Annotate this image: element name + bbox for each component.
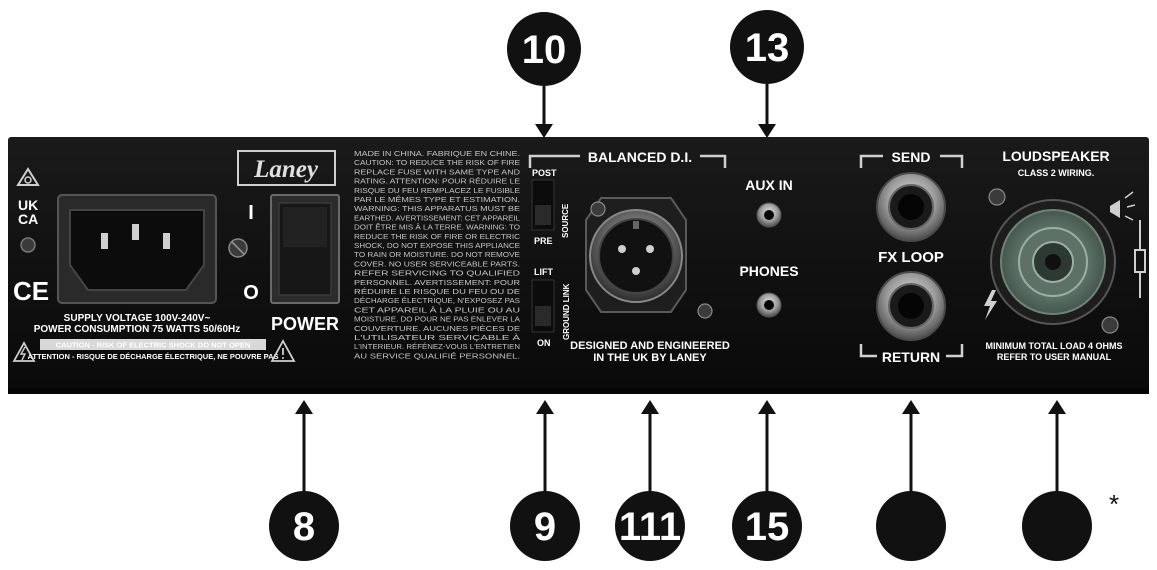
callout-bottom-111: 111 — [615, 400, 685, 561]
svg-text:13: 13 — [745, 26, 790, 70]
callout-top-10: 10 — [507, 12, 581, 138]
speakon-output-jack[interactable] — [990, 199, 1116, 325]
fx-loop-label: FX LOOP — [878, 249, 944, 266]
di-on-label: ON — [537, 338, 551, 348]
class2-label: CLASS 2 WIRING. — [1018, 168, 1095, 178]
aux-in-label: AUX IN — [745, 177, 792, 193]
supply-voltage-label: SUPPLY VOLTAGE 100V-240V~ — [64, 313, 211, 324]
screw-icon — [988, 188, 1006, 206]
ce-mark: CE — [13, 276, 49, 306]
di-section-bracket — [528, 154, 727, 168]
power-consumption-label: POWER CONSUMPTION 75 WATTS 50/60Hz — [34, 324, 241, 335]
loudspeaker-title: LOUDSPEAKER — [1002, 148, 1109, 164]
fx-return-bracket — [859, 344, 964, 358]
min-load-label: MINIMUM TOTAL LOAD 4 OHMS — [986, 341, 1123, 351]
high-voltage-icon — [984, 290, 997, 320]
warning-triangle-icon — [270, 339, 296, 362]
warning-text-line: TO RAIN OR MOISTURE. DO NOT REMOVE — [354, 250, 520, 259]
callout-top-13: 13 — [730, 10, 804, 138]
fx-return-label: RETURN — [882, 349, 940, 365]
jack-plug-icon — [1134, 220, 1146, 298]
phones-jack[interactable] — [756, 292, 782, 318]
warning-text-line: PERSONNEL. AVERTISSEMENT: POUR — [354, 278, 520, 287]
power-on-mark: I — [248, 202, 254, 224]
power-off-mark: O — [243, 282, 259, 304]
iec-power-inlet[interactable] — [57, 194, 217, 304]
warning-text-line: L'INTERIEUR. RÉFÉNEZ-VOUS L'ENTRETIEN — [354, 342, 520, 351]
warning-text-line: CET APPAREIL À LA PLUIE OU AU — [354, 305, 520, 314]
screw-icon — [697, 303, 713, 319]
svg-text:9: 9 — [534, 505, 556, 549]
fx-send-label: SEND — [892, 149, 931, 165]
di-post-label: POST — [532, 168, 557, 178]
caution-label-en: CAUTION - RISK OF ELECTRIC SHOCK DO NOT … — [56, 341, 251, 350]
svg-text:Laney: Laney — [253, 156, 319, 183]
shock-warning-icon — [12, 341, 36, 362]
warning-text-line: DÉCHARGE ÉLECTRIQUE, N'EXPOSEZ PAS — [354, 296, 520, 305]
certification-marks: UK CA CE — [13, 167, 49, 306]
screw-icon — [590, 201, 606, 217]
refer-manual-label: REFER TO USER MANUAL — [997, 352, 1112, 362]
warning-text-line: COUVERTURE. AUCUNES PIÈCES DE — [354, 324, 520, 333]
di-title: BALANCED D.I. — [588, 149, 692, 165]
warning-text-line: MOISTURE. DO POUR NE PAS ENLEVER LA — [354, 315, 520, 324]
svg-text:8: 8 — [293, 505, 315, 549]
callout-bottom-speaker — [1022, 400, 1092, 561]
di-lift-label: LIFT — [534, 267, 553, 277]
callout-bottom-fx — [876, 400, 946, 561]
warning-text-line: RATING. ATTENTION: POUR RÉDUIRE LE — [354, 177, 520, 186]
fx-send-bracket — [859, 154, 964, 168]
warning-text-line: DOIT ÊTRE MIS À LA TERRE. WARNING: TO — [354, 223, 520, 232]
ukca-mark-ca: CA — [18, 211, 38, 227]
warning-text-line: RÉDUIRE LE RISQUE DU FEU OU DE — [354, 287, 520, 296]
di-pre-label: PRE — [534, 236, 553, 246]
warning-text-line: L'UTILISATEUR SERVIÇABLE À — [354, 333, 520, 342]
xlr-di-output-jack[interactable] — [585, 197, 687, 313]
warning-text-line: MADE IN CHINA. FABRIQUE EN CHINE. — [354, 149, 520, 158]
svg-text:15: 15 — [745, 505, 790, 549]
designed-line-2: IN THE UK BY LANEY — [593, 352, 707, 364]
callout-bottom-9: 9 — [510, 400, 580, 561]
warning-text-line: RISQUE DU FEU REMPLACEZ LE FUSIBLE — [354, 186, 520, 195]
di-source-label: SOURCE — [561, 203, 570, 238]
power-rocker-switch[interactable] — [270, 194, 340, 304]
asterisk-note: * — [1109, 489, 1119, 519]
speaker-icon — [1110, 191, 1136, 221]
warning-text-line: REDUCE THE RISK OF FIRE OR ELECTRIC — [354, 232, 520, 241]
phones-label: PHONES — [739, 263, 798, 279]
safety-warning-text: MADE IN CHINA. FABRIQUE EN CHINE.CAUTION… — [354, 149, 520, 360]
warning-text-line: REPLACE FUSE WITH SAME TYPE AND — [354, 167, 520, 176]
svg-text:111: 111 — [619, 505, 681, 549]
warning-text-line: EARTHED. AVERTISSEMENT: CET APPAREIL — [354, 213, 520, 222]
warning-text-line: SHOCK, DO NOT EXPOSE THIS APPLIANCE — [354, 241, 520, 250]
ground-link-label: GROUND LINK — [562, 283, 571, 340]
laney-logo: Laney — [237, 150, 336, 186]
aux-in-jack[interactable] — [756, 202, 782, 228]
warning-text-line: AU SERVICE QUALIFIÉ PERSONNEL. — [354, 351, 520, 360]
warning-text-line: CAUTION: TO REDUCE THE RISK OF FIRE — [354, 158, 520, 167]
warning-text-line: COVER. NO USER SERVICEABLE PARTS. — [354, 259, 520, 268]
screw-icon — [1101, 316, 1119, 334]
caution-label-fr: ATTENTION - RISQUE DE DÉCHARGE ÉLECTRIQU… — [28, 352, 279, 361]
designed-line-1: DESIGNED AND ENGINEERED — [570, 340, 730, 352]
di-source-switch[interactable] — [531, 179, 555, 231]
fx-send-jack[interactable] — [876, 172, 946, 242]
svg-text:10: 10 — [522, 28, 567, 72]
callout-bottom-15: 15 — [732, 400, 802, 561]
warning-text-line: WARNING: THIS APPARATUS MUST BE — [354, 204, 520, 213]
warning-text-line: REFER SERVICING TO QUALIFIED — [354, 269, 520, 278]
warning-text-line: PAR LE MÊMES TYPE ET ESTIMATION. — [354, 195, 520, 204]
ground-link-switch[interactable] — [531, 279, 555, 333]
ukca-mark: UK — [18, 197, 38, 213]
callout-bottom-8: 8 — [269, 400, 339, 561]
power-label: POWER — [271, 314, 339, 334]
fx-return-jack[interactable] — [876, 271, 946, 341]
